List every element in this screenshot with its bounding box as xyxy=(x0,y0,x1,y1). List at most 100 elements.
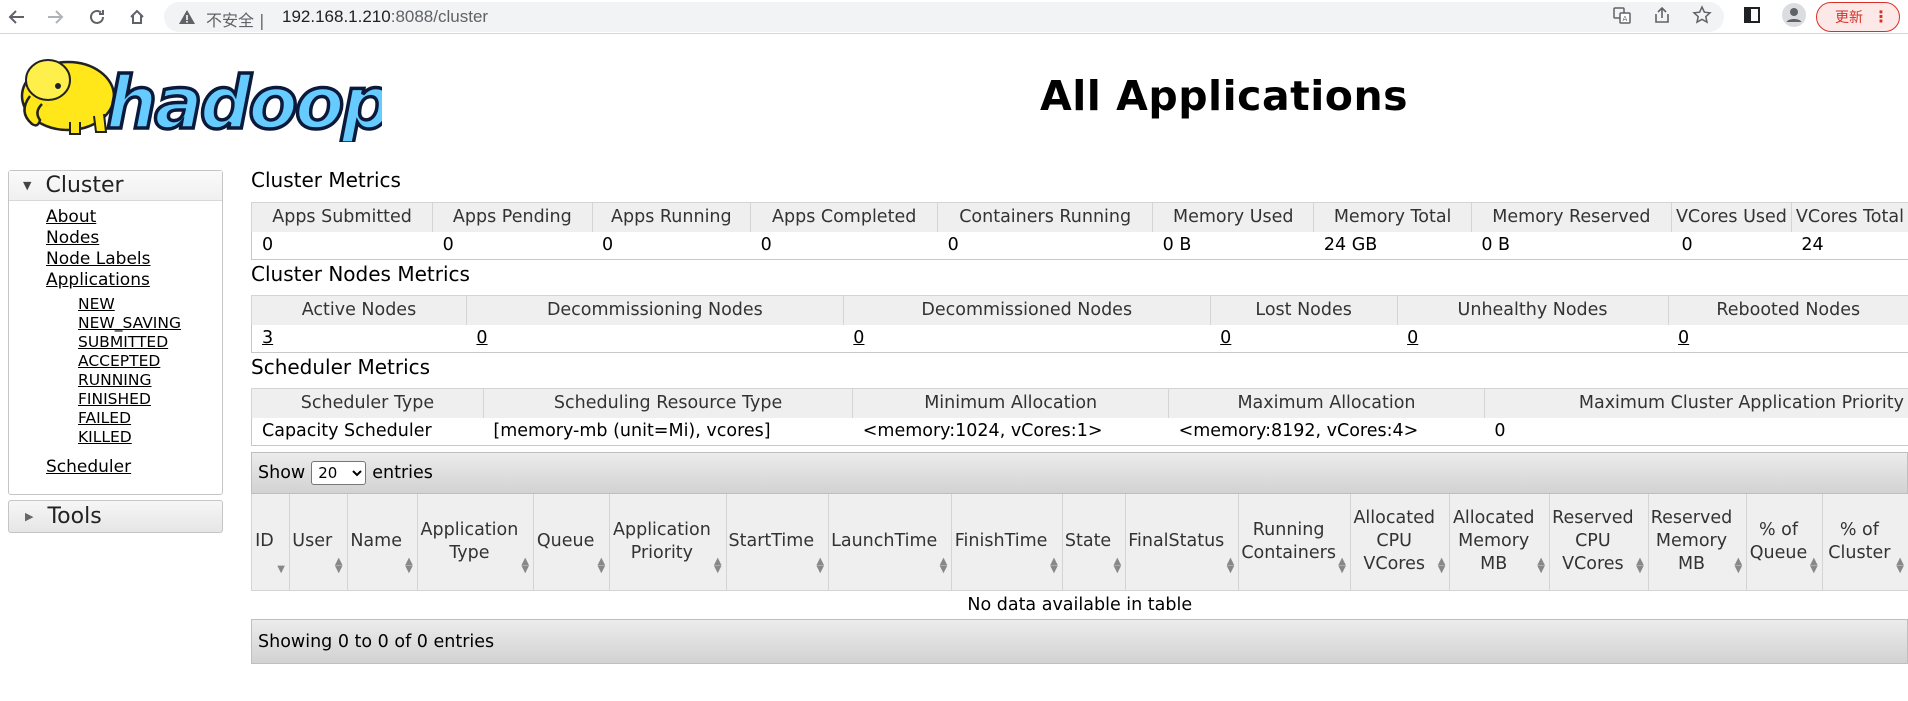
cm-value: 0 xyxy=(750,231,938,260)
sort-icon: ▲▼ xyxy=(1537,555,1545,575)
sm-header: Scheduler Type xyxy=(251,388,484,418)
col-header-application-type[interactable]: Application Type▲▼ xyxy=(416,494,534,591)
browser-toolbar: 不安全 | 192.168.1.210:8088/cluster A 更新 ⋮ xyxy=(0,0,1908,34)
cm-value: 0 B xyxy=(1471,231,1672,260)
bookmark-star-icon[interactable] xyxy=(1692,5,1712,25)
cm-header: Memory Used xyxy=(1152,202,1314,232)
sort-icon: ▲▼ xyxy=(597,555,606,575)
sidebar-link-nodes[interactable]: Nodes xyxy=(46,228,100,248)
sidebar-tools-header[interactable]: ▶ Tools xyxy=(8,500,223,533)
sm-value: <memory:8192, vCores:4> xyxy=(1168,417,1485,446)
share-icon[interactable] xyxy=(1652,5,1672,25)
active-nodes-link[interactable]: 3 xyxy=(262,328,274,349)
sidebar-link-node-labels[interactable]: Node Labels xyxy=(46,249,151,269)
sidebar-link-applications[interactable]: Applications xyxy=(46,270,150,290)
nm-value-unhealthy: 0 xyxy=(1397,324,1669,353)
address-bar[interactable]: 不安全 | 192.168.1.210:8088/cluster xyxy=(164,2,1724,32)
nm-header: Active Nodes xyxy=(251,295,467,325)
lost-nodes-link[interactable]: 0 xyxy=(1220,328,1232,349)
sort-icon: ▲▼ xyxy=(1810,555,1818,575)
col-header-application-priority[interactable]: Application Priority▲▼ xyxy=(609,494,727,591)
back-arrow-icon[interactable] xyxy=(4,4,30,30)
nm-header: Decommissioned Nodes xyxy=(842,295,1211,325)
sm-value: Capacity Scheduler xyxy=(251,417,484,446)
col-header-name[interactable]: Name▲▼ xyxy=(346,494,418,591)
sidebar-cluster-header[interactable]: ▼ Cluster xyxy=(9,171,222,201)
cm-header: Apps Completed xyxy=(750,202,938,232)
sort-icon: ▲▼ xyxy=(1636,555,1644,575)
cm-header: Memory Reserved xyxy=(1470,202,1672,232)
url-text[interactable]: 192.168.1.210:8088/cluster xyxy=(282,7,489,26)
col-header-running-containers[interactable]: Running Containers▲▼ xyxy=(1238,494,1351,591)
col-header-queue[interactable]: Queue▲▼ xyxy=(533,494,610,591)
decommissioned-nodes-link[interactable]: 0 xyxy=(853,328,865,349)
col-header-user[interactable]: User▲▼ xyxy=(288,494,348,591)
cm-value: 24 xyxy=(1791,231,1908,260)
cm-header: Containers Running xyxy=(937,202,1153,232)
profile-avatar-icon[interactable] xyxy=(1782,3,1806,27)
nm-value-active: 3 xyxy=(251,324,467,353)
cm-header: VCores Used xyxy=(1670,202,1792,232)
col-header-start-time[interactable]: StartTime▲▼ xyxy=(725,494,829,591)
col-header-launch-time[interactable]: LaunchTime▲▼ xyxy=(828,494,952,591)
col-header-finish-time[interactable]: FinishTime▲▼ xyxy=(951,494,1063,591)
hadoop-logo: hadoop xyxy=(20,59,382,142)
sidebar-state-new-saving[interactable]: NEW_SAVING xyxy=(78,314,181,332)
rebooted-nodes-link[interactable]: 0 xyxy=(1678,328,1690,349)
cluster-metrics-title: Cluster Metrics xyxy=(251,168,401,192)
col-header-final-status[interactable]: FinalStatus▲▼ xyxy=(1125,494,1239,591)
sidebar-state-submitted[interactable]: SUBMITTED xyxy=(78,333,169,351)
sidebar-link-about[interactable]: About xyxy=(46,207,97,227)
cm-value: 24 GB xyxy=(1313,231,1472,260)
sort-icon: ▲▼ xyxy=(1338,555,1346,575)
cm-header: Memory Total xyxy=(1313,202,1472,232)
update-button[interactable]: 更新 ⋮ xyxy=(1816,2,1900,32)
sort-icon: ▲▼ xyxy=(713,555,722,575)
col-header-allocated-cpu-vcores[interactable]: Allocated CPU VCores▲▼ xyxy=(1349,494,1450,591)
cm-value: 0 B xyxy=(1152,231,1314,260)
menu-dots-icon[interactable]: ⋮ xyxy=(1873,7,1889,26)
sort-icon: ▲▼ xyxy=(939,555,948,575)
col-header-allocated-memory-mb[interactable]: Allocated Memory MB▲▼ xyxy=(1449,494,1550,591)
svg-text:hadoop: hadoop xyxy=(106,61,382,142)
decommissioning-nodes-link[interactable]: 0 xyxy=(476,328,488,349)
col-header-state[interactable]: State▲▼ xyxy=(1061,494,1126,591)
col-header-reserved-memory-mb[interactable]: Reserved Memory MB▲▼ xyxy=(1647,494,1747,591)
nm-value-lost: 0 xyxy=(1210,324,1398,353)
entries-info: Showing 0 to 0 of 0 entries xyxy=(258,631,495,652)
sort-icon: ▲▼ xyxy=(405,555,413,575)
col-header-reserved-cpu-vcores[interactable]: Reserved CPU VCores▲▼ xyxy=(1548,494,1649,591)
col-header-percent-of-queue[interactable]: % of Queue▲▼ xyxy=(1746,494,1823,591)
forward-arrow-icon[interactable] xyxy=(42,4,68,30)
sort-icon: ▲▼ xyxy=(1896,555,1904,575)
reload-icon[interactable] xyxy=(84,4,110,30)
cluster-metrics-table: Apps Submitted Apps Pending Apps Running… xyxy=(250,202,1908,260)
col-header-percent-of-cluster[interactable]: % of Cluster▲▼ xyxy=(1821,494,1908,591)
cm-value: 0 xyxy=(250,231,433,260)
translate-icon[interactable]: A xyxy=(1612,5,1632,25)
sidebar-state-new[interactable]: NEW xyxy=(78,295,115,313)
unhealthy-nodes-link[interactable]: 0 xyxy=(1407,328,1419,349)
sort-icon: ▲▼ xyxy=(1050,555,1058,575)
sidebar-cluster-panel: ▼ Cluster About Nodes Node Labels Applic… xyxy=(8,170,223,495)
page-title: All Applications xyxy=(1040,72,1409,120)
sort-icon: ▲▼ xyxy=(1113,555,1122,575)
sidebar-state-running[interactable]: RUNNING xyxy=(78,371,152,389)
sort-icon: ▲▼ xyxy=(816,555,825,575)
side-panel-icon[interactable] xyxy=(1742,5,1762,25)
sidebar-state-killed[interactable]: KILLED xyxy=(78,428,132,446)
sm-value: <memory:1024, vCores:1> xyxy=(852,417,1169,446)
sidebar-state-finished[interactable]: FINISHED xyxy=(78,390,151,408)
sort-icon: ▲▼ xyxy=(1437,555,1446,575)
nm-header: Unhealthy Nodes xyxy=(1396,295,1669,325)
home-icon[interactable] xyxy=(124,4,150,30)
nm-header: Decommissioning Nodes xyxy=(465,295,844,325)
col-header-id[interactable]: ID▼ xyxy=(251,494,290,591)
sidebar-state-accepted[interactable]: ACCEPTED xyxy=(78,352,161,370)
sidebar-link-scheduler[interactable]: Scheduler xyxy=(46,457,132,477)
entries-per-page-select[interactable]: 10 20 50 100 xyxy=(311,461,367,485)
svg-text:A: A xyxy=(1623,15,1628,23)
insecure-label: 不安全 | xyxy=(206,11,265,30)
sidebar-state-failed[interactable]: FAILED xyxy=(78,409,132,427)
sort-icon: ▲▼ xyxy=(1734,555,1743,575)
